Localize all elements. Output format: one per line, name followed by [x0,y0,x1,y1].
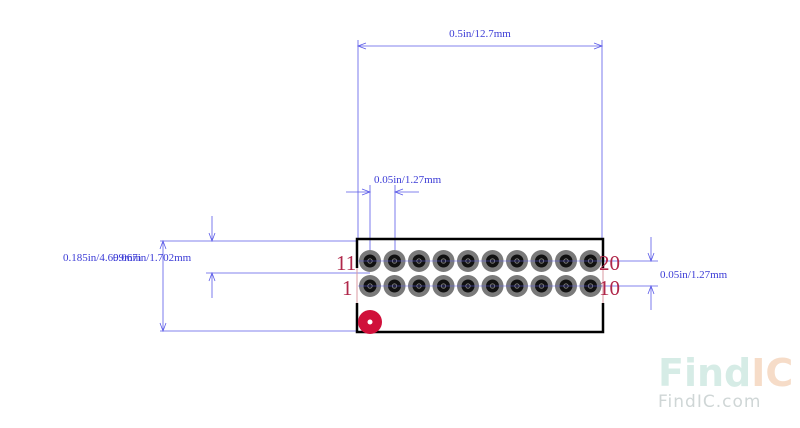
top-width-arrow-left [356,42,367,50]
watermark-url: FindIC.com [658,392,761,412]
watermark-logo: FindIC [658,351,793,395]
pin1-marker [358,310,382,334]
pitch-top-arrow-left [361,188,372,196]
pin-label-1: 1 [342,276,353,300]
pitch-right-arrow-top [647,252,655,263]
pitch-top-arrow-right [393,188,404,196]
left-dimensions [159,216,370,333]
pitch-right-label: 0.05in/1.27mm [660,269,728,281]
top-width-arrow-right [593,42,604,50]
body-outline-top [355,237,605,268]
body-outline-bottom [355,303,605,334]
left-pitch-label: 0.067in/1.702mm [113,252,192,264]
pin1-marker-center [367,319,373,325]
left-height-arrow-top [159,239,167,250]
top-width-label: 0.5in/12.7mm [449,28,511,40]
watermark: FindIC FindIC.com [658,351,793,412]
pin-label-11: 11 [336,251,356,275]
left-pitch-arrow-top [208,232,216,243]
left-pitch-arrow-bottom [208,271,216,282]
pin-array [358,250,602,297]
watermark-find: Find [658,351,751,395]
watermark-ic: IC [751,351,793,395]
left-height-label: 0.185in/4.699mm [63,252,142,264]
pitch-top-label: 0.05in/1.27mm [374,174,442,186]
pin-label-20: 20 [599,251,620,275]
pin-label-10: 10 [599,276,620,300]
left-height-arrow-bottom [159,322,167,333]
top-width-dimension [356,40,604,238]
pitch-right-arrow-bottom [647,284,655,295]
